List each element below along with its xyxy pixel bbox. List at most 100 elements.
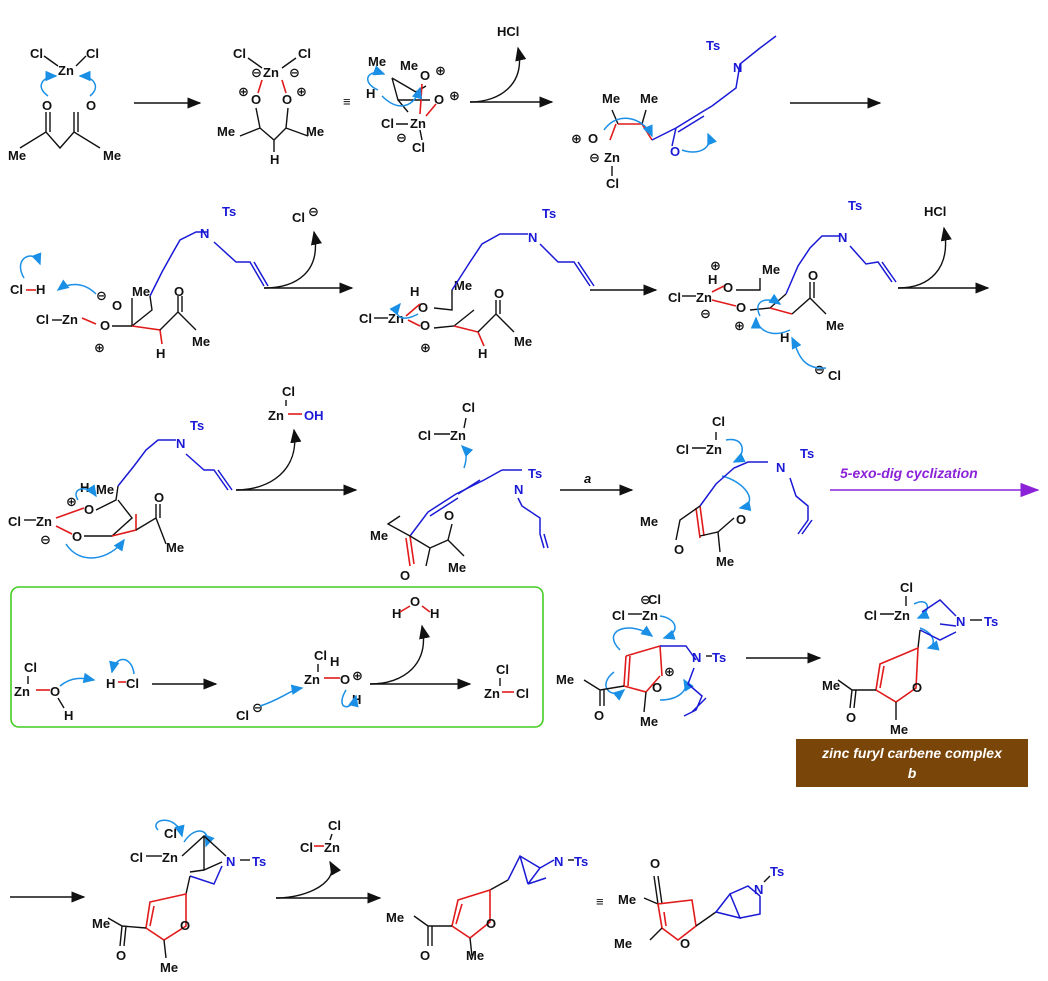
svg-text:Me: Me — [640, 514, 658, 529]
svg-text:Zn: Zn — [14, 684, 30, 699]
svg-text:⊕: ⊕ — [352, 668, 363, 683]
svg-text:⊖: ⊖ — [96, 288, 107, 303]
svg-text:O: O — [112, 298, 122, 313]
furan-oxonium-intermediate: Cl Cl Zn ⊖ O ⊕ Me O Me N Ts — [556, 592, 726, 729]
svg-text:⊕: ⊕ — [449, 88, 460, 103]
svg-text:N: N — [554, 854, 563, 869]
svg-text:Me: Me — [160, 960, 178, 975]
svg-text:Ts: Ts — [542, 206, 556, 221]
svg-text:H: H — [156, 346, 165, 361]
svg-text:N: N — [838, 230, 847, 245]
cyclization-arrow: 5-exo-dig cyclization — [830, 465, 1040, 498]
svg-text:Zn: Zn — [268, 408, 284, 423]
svg-text:Ts: Ts — [800, 446, 814, 461]
zinc-enolate-alkynone: Me Me ⊕ O ⊖ Zn Cl O Ts N — [571, 35, 777, 191]
step-a-arrow: a — [560, 471, 634, 496]
svg-text:H: H — [430, 606, 439, 621]
svg-text:Me: Me — [466, 948, 484, 963]
svg-text:H: H — [330, 654, 339, 669]
svg-text:Cl: Cl — [314, 648, 327, 663]
svg-text:Zn: Zn — [706, 442, 722, 457]
svg-text:Cl: Cl — [36, 312, 49, 327]
svg-text:⊕: ⊕ — [664, 664, 675, 679]
zncl2-acac-start: Cl Zn Cl O O Me Me — [8, 46, 121, 163]
svg-text:N: N — [776, 460, 785, 475]
svg-text:Me: Me — [92, 916, 110, 931]
carbene-complex-label: zinc furyl carbene complex b — [796, 739, 1028, 787]
svg-text:Zn: Zn — [263, 65, 279, 80]
svg-text:Ts: Ts — [848, 198, 862, 213]
svg-text:Cl: Cl — [900, 580, 913, 595]
svg-text:≡: ≡ — [343, 94, 351, 109]
svg-text:Me: Me — [762, 262, 780, 277]
water-formation-box: Cl Zn O H H Cl Cl ⊖ Cl Zn H O ⊕ H H O H … — [10, 586, 544, 728]
svg-text:Me: Me — [166, 540, 184, 555]
svg-text:O: O — [420, 948, 430, 963]
svg-text:O: O — [723, 280, 733, 295]
svg-text:O: O — [420, 318, 430, 333]
svg-text:Me: Me — [96, 482, 114, 497]
svg-text:Cl: Cl — [300, 840, 313, 855]
svg-text:⊖: ⊖ — [396, 130, 407, 145]
svg-text:Cl: Cl — [130, 850, 143, 865]
svg-text:N: N — [200, 226, 209, 241]
svg-text:≡: ≡ — [596, 894, 604, 909]
zinc-furyl-carbene-structure: Cl Cl Zn N Ts O Me O Me — [822, 580, 998, 737]
svg-text:O: O — [400, 568, 410, 583]
svg-text:O: O — [650, 856, 660, 871]
svg-text:⊖: ⊖ — [251, 65, 262, 80]
svg-text:Me: Me — [368, 54, 386, 69]
svg-text:H: H — [410, 284, 419, 299]
svg-text:Ts: Ts — [528, 466, 542, 481]
svg-text:Ts: Ts — [706, 38, 720, 53]
svg-text:O: O — [434, 92, 444, 107]
hcl-release-arrow-2: HCl — [897, 204, 990, 294]
svg-text:Cl: Cl — [282, 384, 295, 399]
svg-text:⊕: ⊕ — [238, 84, 249, 99]
svg-text:Me: Me — [826, 318, 844, 333]
svg-text:Me: Me — [370, 528, 388, 543]
svg-text:⊖: ⊖ — [814, 362, 825, 377]
svg-text:Cl: Cl — [496, 662, 509, 677]
svg-text:Cl: Cl — [86, 46, 99, 61]
svg-text:OH: OH — [304, 408, 324, 423]
svg-text:⊖: ⊖ — [40, 532, 51, 547]
svg-text:Zn: Zn — [58, 63, 74, 78]
svg-text:O: O — [420, 68, 430, 83]
svg-text:⊕: ⊕ — [420, 340, 431, 355]
svg-text:Zn: Zn — [162, 850, 178, 865]
svg-text:Cl: Cl — [676, 442, 689, 457]
znoh-release: Cl Zn OH — [235, 384, 358, 496]
svg-text:O: O — [86, 98, 96, 113]
svg-text:⊖: ⊖ — [640, 592, 651, 607]
hydroxy-zinc-intermediate: Cl Zn H O O ⊕ Me O H Me N Ts — [359, 206, 595, 361]
svg-text:Ts: Ts — [770, 864, 784, 879]
svg-text:O: O — [588, 131, 598, 146]
svg-text:H: H — [392, 606, 401, 621]
svg-text:Me: Me — [103, 148, 121, 163]
svg-text:Me: Me — [614, 936, 632, 951]
svg-text:Cl: Cl — [8, 514, 21, 529]
svg-text:O: O — [100, 318, 110, 333]
hcl-release-arrow-1: HCl — [469, 24, 554, 108]
svg-text:Cl: Cl — [712, 414, 725, 429]
svg-text:Cl: Cl — [381, 116, 394, 131]
svg-text:O: O — [670, 144, 680, 159]
svg-text:N: N — [176, 436, 185, 451]
svg-text:Zn: Zn — [604, 150, 620, 165]
chelate-intermediate: Cl Cl Zn ⊖ ⊖ O O ⊕ ⊕ Me Me H ≡ — [217, 46, 351, 167]
svg-text:Cl: Cl — [126, 676, 139, 691]
svg-text:Ts: Ts — [712, 650, 726, 665]
svg-text:HCl: HCl — [924, 204, 946, 219]
svg-text:Me: Me — [400, 58, 418, 73]
svg-text:⊕: ⊕ — [435, 63, 446, 78]
svg-text:Me: Me — [192, 334, 210, 349]
svg-text:Cl: Cl — [418, 428, 431, 443]
svg-text:Ts: Ts — [190, 418, 204, 433]
svg-text:Cl: Cl — [359, 311, 372, 326]
svg-text:H: H — [708, 272, 717, 287]
svg-text:⊖: ⊖ — [289, 65, 300, 80]
svg-text:Cl: Cl — [10, 282, 23, 297]
svg-text:⊕: ⊕ — [710, 258, 721, 273]
